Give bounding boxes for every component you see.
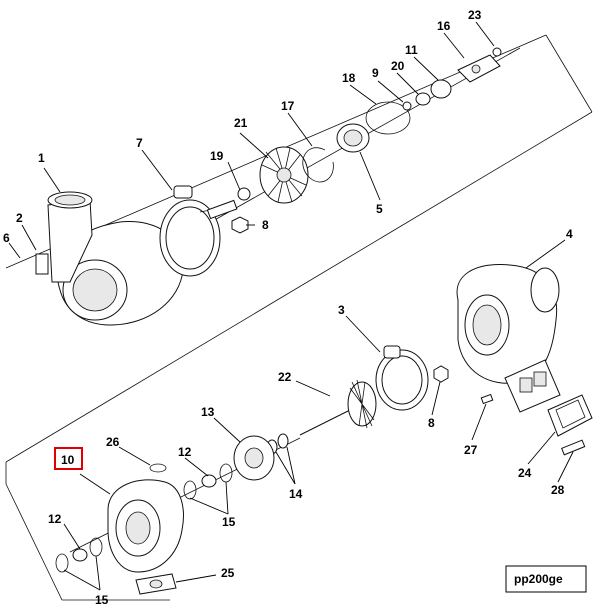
turbine-shaft-wheel [299,379,377,436]
nut-lower [433,365,449,383]
thrust-bearing [430,79,452,99]
turbine-housing [456,264,561,413]
callout-23: 23 [468,8,482,22]
callout-1: 1 [38,151,45,165]
v-band-clamp-compressor [159,185,233,277]
thrust-sleeve [402,101,412,111]
callout-24: 24 [518,466,532,480]
callout-12-upper: 12 [178,445,192,459]
nut-upper [231,216,249,234]
bearing-plate-13 [233,435,275,481]
callout-20: 20 [391,59,405,73]
reference-code: pp200ge [514,572,563,586]
callout-7: 7 [136,136,143,150]
compressor-housing [35,191,184,326]
leader-lines [8,21,574,591]
callout-16: 16 [437,19,451,33]
compressor-wheel [259,146,309,204]
turbine-gasket-inner [555,399,586,429]
callout-13: 13 [201,405,215,419]
callout-28: 28 [551,483,565,497]
screw-28 [561,439,586,456]
callout-19: 19 [210,149,224,163]
oil-drain-gasket [135,573,177,595]
thrust-collar [415,92,431,106]
snap-ring-15b [183,480,197,500]
turbine-gasket [547,394,593,437]
snap-ring-15c [89,537,103,557]
callout-2: 2 [16,211,23,225]
callout-15-lower: 15 [95,593,109,607]
stud-27 [480,393,494,405]
oil-deflector [457,54,501,83]
highlight-box-callout-10 [54,447,83,470]
thrust-backplate [336,123,370,153]
callout-4: 4 [566,227,573,241]
callout-labels: 1 2 6 7 19 21 17 18 9 20 11 16 23 8 5 4 … [3,8,573,607]
callout-8-lower: 8 [428,416,435,430]
callout-22: 22 [278,370,292,384]
callout-17: 17 [281,99,295,113]
lock-nut-23 [492,47,502,57]
o-ring-26 [149,463,167,473]
callout-5: 5 [376,202,383,216]
callout-14: 14 [289,487,303,501]
callout-3: 3 [338,303,345,317]
reference-code-box [505,565,587,593]
callout-8-upper: 8 [262,218,269,232]
center-bearing-housing [107,479,184,573]
seal-ring-14b [277,433,289,449]
bolt-19 [206,187,251,220]
callout-10: 10 [61,453,75,467]
callout-9: 9 [372,66,379,80]
journal-bearing-12b [72,548,88,562]
callout-25: 25 [221,566,235,580]
callout-27: 27 [464,443,478,457]
callout-6: 6 [3,231,10,245]
callout-18: 18 [342,71,356,85]
callout-11: 11 [405,43,418,57]
callout-12-lower: 12 [48,512,62,526]
snap-ring-15d [55,553,69,573]
callout-15-upper: 15 [222,515,236,529]
o-ring-18 [365,101,411,135]
v-band-clamp-turbine [375,345,429,411]
callout-26: 26 [106,435,120,449]
journal-bearing-12a [201,474,217,488]
callout-21: 21 [234,116,248,130]
snap-ring-17 [302,147,334,183]
